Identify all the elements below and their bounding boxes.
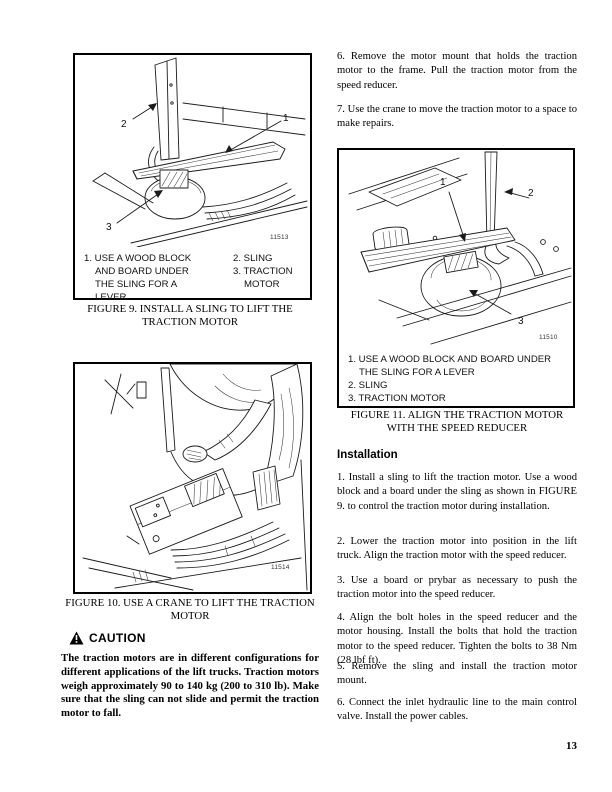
legend-line: AND BOARD UNDER bbox=[95, 266, 189, 277]
figure-11-caption: FIGURE 11. ALIGN THE TRACTION MOTOR WITH… bbox=[350, 409, 564, 434]
figure-11-callout-3: 3 bbox=[518, 316, 524, 327]
legend-line: 2. SLING bbox=[348, 380, 388, 391]
figure-11-legend: 1. USE A WOOD BLOCK AND BOARD UNDER THE … bbox=[348, 353, 568, 405]
figure-10-image-number: 11514 bbox=[271, 564, 290, 571]
figure-10-box: 11514 bbox=[73, 362, 312, 594]
figure-9-legend-col-2: 2. SLING 3. TRACTION MOTOR bbox=[233, 252, 308, 291]
figure-9-box: 1 2 3 11513 1. USE A WOOD BLOCK AND BOAR… bbox=[73, 53, 312, 303]
installation-step-1: 1. Install a sling to lift the traction … bbox=[337, 472, 577, 512]
installation-step-3: 3. Use a board or prybar as necessary to… bbox=[337, 575, 577, 601]
caution-text: The traction motors are in different con… bbox=[61, 652, 319, 720]
caution-icon bbox=[69, 631, 84, 645]
legend-line: 2. SLING bbox=[233, 253, 273, 264]
removal-step-6: 6. Remove the motor mount that holds the… bbox=[337, 51, 577, 91]
figure-11-image-number: 11510 bbox=[539, 334, 558, 341]
caution-header: CAUTION bbox=[61, 631, 146, 645]
figure-9-callout-1: 1 bbox=[283, 113, 289, 124]
installation-step-2: 2. Lower the traction motor into positio… bbox=[337, 536, 577, 562]
legend-line: THE SLING FOR A LEVER bbox=[359, 367, 475, 378]
legend-line: 3. TRACTION bbox=[233, 266, 293, 277]
installation-heading: Installation bbox=[337, 449, 398, 461]
crane-lift-illustration bbox=[82, 364, 308, 591]
legend-line: 3. TRACTION MOTOR bbox=[348, 393, 446, 404]
figure-11-callout-1: 1 bbox=[440, 177, 446, 188]
figure-9-callout-2: 2 bbox=[121, 119, 127, 130]
legend-line: LEVER bbox=[95, 292, 127, 303]
installation-step-5: 5. Remove the sling and install the trac… bbox=[337, 661, 577, 687]
align-motor-illustration bbox=[348, 151, 572, 345]
figure-9-callout-3: 3 bbox=[106, 222, 112, 233]
page-number: 13 bbox=[566, 740, 577, 752]
figure-9-caption: FIGURE 9. INSTALL A SLING TO LIFT THE TR… bbox=[87, 303, 293, 328]
legend-line: 1. USE A WOOD BLOCK AND BOARD UNDER bbox=[348, 354, 552, 365]
installation-step-4: 4. Align the bolt holes in the speed red… bbox=[337, 612, 577, 667]
legend-line: THE SLING FOR A bbox=[95, 279, 178, 290]
sling-install-illustration bbox=[92, 57, 308, 247]
figure-11-box: 1 2 3 11510 1. USE A WOOD BLOCK AND BOAR… bbox=[337, 148, 575, 408]
figure-10-caption: FIGURE 10. USE A CRANE TO LIFT THE TRACT… bbox=[65, 597, 315, 622]
figure-9-image-number: 11513 bbox=[270, 234, 289, 241]
removal-step-7: 7. Use the crane to move the traction mo… bbox=[337, 104, 577, 130]
legend-line: 1. USE A WOOD BLOCK bbox=[84, 253, 192, 264]
legend-line: MOTOR bbox=[244, 279, 280, 290]
caution-heading: CAUTION bbox=[89, 631, 146, 645]
installation-step-6: 6. Connect the inlet hydraulic line to t… bbox=[337, 697, 577, 723]
figure-11-callout-2: 2 bbox=[528, 188, 534, 199]
figure-9-legend-col-1: 1. USE A WOOD BLOCK AND BOARD UNDER THE … bbox=[84, 252, 229, 304]
